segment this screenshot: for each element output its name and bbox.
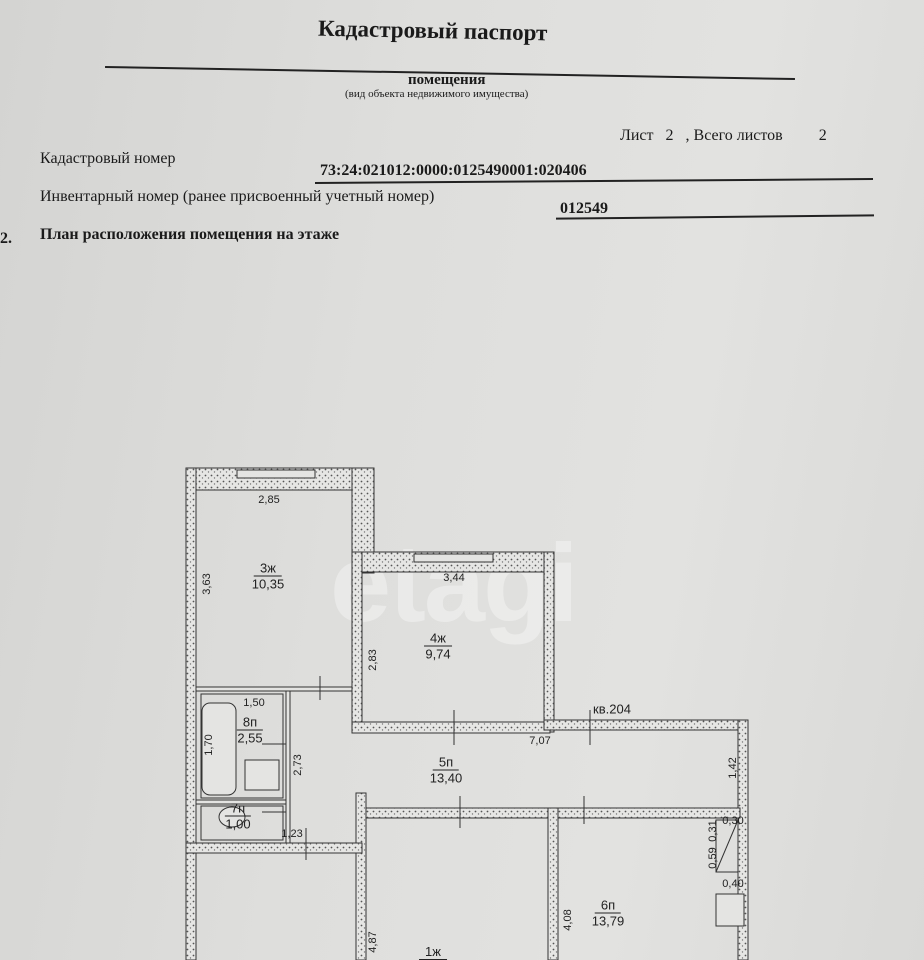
- total-sheets-label: , Всего листов: [685, 127, 783, 144]
- dimension-label: 2,73: [292, 754, 304, 776]
- room-code: 5п: [432, 755, 460, 771]
- kitchen-sink-icon: [715, 893, 745, 927]
- wall: [185, 842, 363, 854]
- cadastral-number-label: Кадастровый номер: [40, 150, 176, 167]
- dimension-label: 1,50: [243, 697, 265, 709]
- room-code: 6п: [594, 898, 622, 914]
- inventory-number-label: Инвентарный номер (ранее присвоенный уче…: [40, 188, 435, 205]
- wall: [351, 551, 363, 734]
- room-area: 13,79: [591, 913, 625, 929]
- sheet-info: Лист 2 , Всего листов 2: [614, 127, 833, 145]
- object-type-hint: (вид объекта недвижимого имущества): [345, 88, 529, 100]
- wall: [543, 719, 749, 731]
- room-code: 1ж: [419, 944, 447, 960]
- object-type: помещения: [408, 72, 486, 88]
- sink-icon: [244, 759, 280, 791]
- partition: [195, 799, 287, 805]
- dimension-label: 2,83: [367, 649, 379, 671]
- window: [413, 553, 494, 563]
- dimension-label: 4,87: [367, 931, 379, 953]
- partition: [285, 690, 291, 844]
- dimension-label: 1,23: [281, 828, 303, 840]
- room-area: 10,35: [251, 576, 285, 592]
- sheet-number: 2: [665, 127, 674, 144]
- section-title: План расположения помещения на этаже: [40, 226, 340, 243]
- section-number: 2.: [0, 230, 12, 247]
- dimension-label: 3,44: [443, 572, 465, 584]
- room-1: 1ж: [419, 944, 447, 960]
- toilet-icon: [218, 806, 246, 828]
- room-code: 4ж: [424, 631, 452, 647]
- bathtub-icon: [201, 702, 237, 796]
- room-area: 13,40: [429, 770, 463, 786]
- sheet-label: Лист: [620, 127, 654, 144]
- apartment-number: кв.204: [593, 701, 631, 717]
- dimension-label: 1,42: [727, 757, 739, 779]
- dimension-label: 0,30: [722, 815, 744, 827]
- dimension-label: 0,40: [722, 878, 744, 890]
- cadastral-number-value: 73:24:021012:0000:0125490001:020406: [320, 162, 587, 179]
- wall: [185, 467, 197, 960]
- dimension-label: 0,59: [707, 847, 719, 869]
- dimension-label: 2,85: [258, 494, 280, 506]
- inventory-number-value: 012549: [560, 200, 608, 217]
- ventilation-shaft: [715, 819, 739, 873]
- dimension-label: 3,63: [201, 573, 213, 595]
- room-area: 1,00: [225, 816, 251, 832]
- dimension-label: 4,08: [562, 909, 574, 931]
- bathroom-box: [200, 693, 284, 799]
- room-code: 3ж: [254, 561, 282, 577]
- wall: [355, 792, 367, 960]
- room-area: 9,74: [425, 646, 451, 662]
- total-sheets: 2: [818, 127, 827, 144]
- partition: [195, 686, 353, 692]
- room-code: 7п: [224, 801, 252, 817]
- wall: [543, 551, 555, 733]
- dimension-label: 0,31: [707, 820, 719, 842]
- wall: [547, 807, 559, 960]
- toilet-box: [200, 805, 284, 841]
- window: [236, 469, 316, 479]
- dimension-label: 7,07: [529, 735, 551, 747]
- wall: [351, 467, 375, 574]
- room-area: 2,55: [237, 730, 263, 746]
- dimension-label: 1,70: [203, 734, 215, 756]
- room-code: 8п: [236, 715, 264, 731]
- wall: [351, 721, 551, 734]
